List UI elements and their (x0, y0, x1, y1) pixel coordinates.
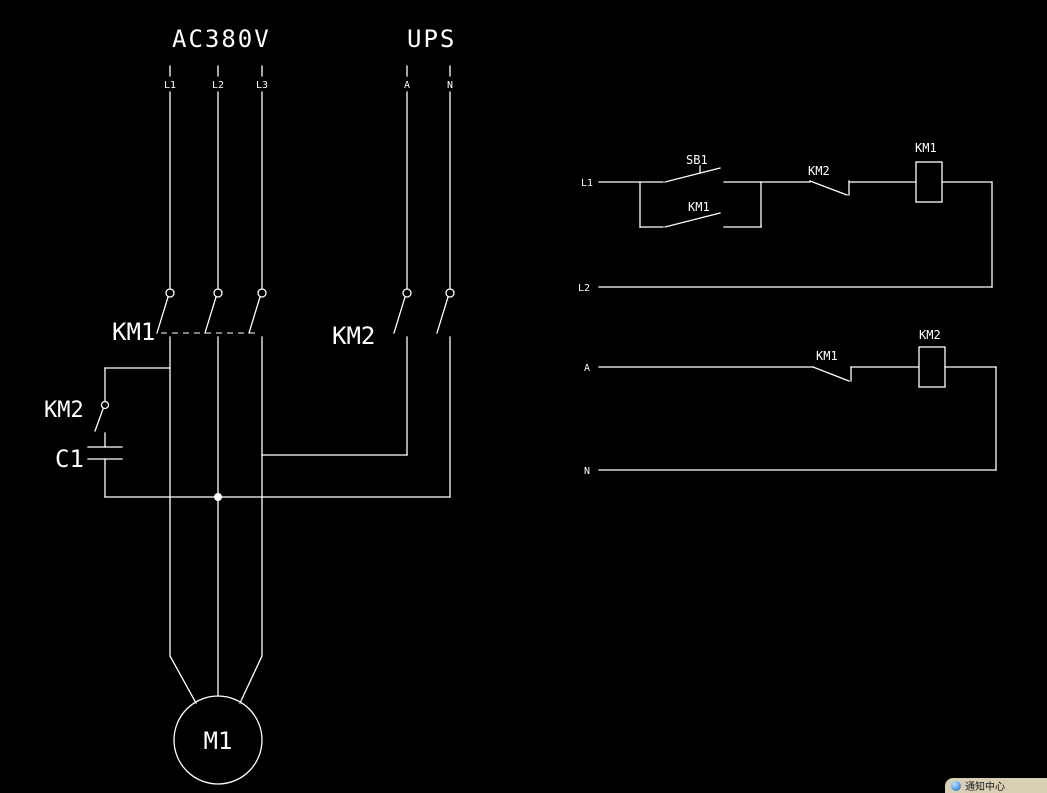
feeder-l1: L1 (164, 65, 176, 290)
feeder-l3: L3 (256, 65, 268, 290)
km2-label: KM2 (332, 322, 375, 350)
motor-label: M1 (204, 727, 233, 755)
phase-label-l2: L2 (212, 80, 224, 91)
phase-label-n: N (447, 80, 453, 91)
contact-terminal (402, 288, 412, 298)
power-wires (104, 336, 451, 704)
km1-label: KM1 (112, 318, 155, 346)
phase-label-l3: L3 (256, 80, 268, 91)
contact-blade (94, 408, 104, 432)
feeder-n: N (447, 65, 453, 290)
sb1-label: SB1 (686, 153, 708, 167)
contactor-km1-main-contacts: KM1 (112, 288, 267, 346)
ac-source-title: AC380V (172, 25, 271, 53)
globe-icon (951, 780, 961, 791)
contact-terminal (445, 288, 455, 298)
coil-box (915, 161, 943, 203)
corner-widget[interactable]: 通知中心 (945, 778, 1047, 793)
km1-coil-label: KM1 (915, 141, 937, 155)
contact-blade (204, 296, 217, 334)
contactor-km2-main-contacts: KM2 (332, 288, 455, 350)
motor-m1: M1 (173, 695, 263, 785)
control-circuit-bottom: A KM1 KM2 N (584, 328, 997, 477)
contact-blade (809, 180, 848, 196)
contact-blade (248, 296, 261, 334)
contact-terminal (165, 288, 175, 298)
rail-label-n: N (584, 466, 590, 477)
km1-coil: KM1 (915, 141, 943, 203)
coil-box (918, 346, 946, 388)
contact-blade (664, 212, 721, 228)
phase-label-l1: L1 (164, 80, 176, 91)
contact-blade (156, 296, 169, 334)
contact-blade (436, 296, 449, 334)
contact-terminal (213, 288, 223, 298)
rail-label-l1: L1 (581, 178, 593, 189)
contact-blade (664, 167, 721, 183)
feeder-l2: L2 (212, 65, 224, 290)
contact-blade (393, 296, 406, 334)
motor-circle (173, 695, 263, 785)
phase-label-a: A (404, 80, 410, 91)
km2-interlock-contact: KM2 (808, 164, 850, 196)
ups-source-title: UPS (407, 25, 456, 53)
km1-holding-contact: KM1 (639, 181, 762, 228)
km2-coil-label: KM2 (919, 328, 941, 342)
wire-l3-to-motor (239, 655, 263, 704)
control-circuit-top: L1 SB1 KM1 KM2 KM1 (578, 141, 993, 294)
capacitor-branch: KM2 C1 (44, 367, 171, 498)
km2-cap-switch-label: KM2 (44, 398, 84, 423)
km2-coil: KM2 (918, 328, 946, 388)
contact-terminal (257, 288, 267, 298)
km1-interlock-contact: KM1 (812, 349, 852, 382)
km2-interlock-label: KM2 (808, 164, 830, 178)
contact-blade (812, 366, 850, 382)
feeder-a: A (404, 65, 410, 290)
main-circuit: AC380V UPS L1 L2 L3 A N (44, 25, 456, 785)
corner-widget-label: 通知中心 (965, 782, 1005, 793)
button-sb1: SB1 (664, 153, 721, 183)
contact-terminal (100, 400, 110, 410)
km1-aux-label: KM1 (688, 200, 710, 214)
wire-l1-to-motor (169, 655, 197, 704)
rail-label-a: A (584, 363, 590, 374)
km1-interlock-label: KM1 (816, 349, 838, 363)
junction-dot (214, 493, 222, 501)
capacitor-label: C1 (55, 445, 84, 473)
rail-label-l2: L2 (578, 283, 590, 294)
